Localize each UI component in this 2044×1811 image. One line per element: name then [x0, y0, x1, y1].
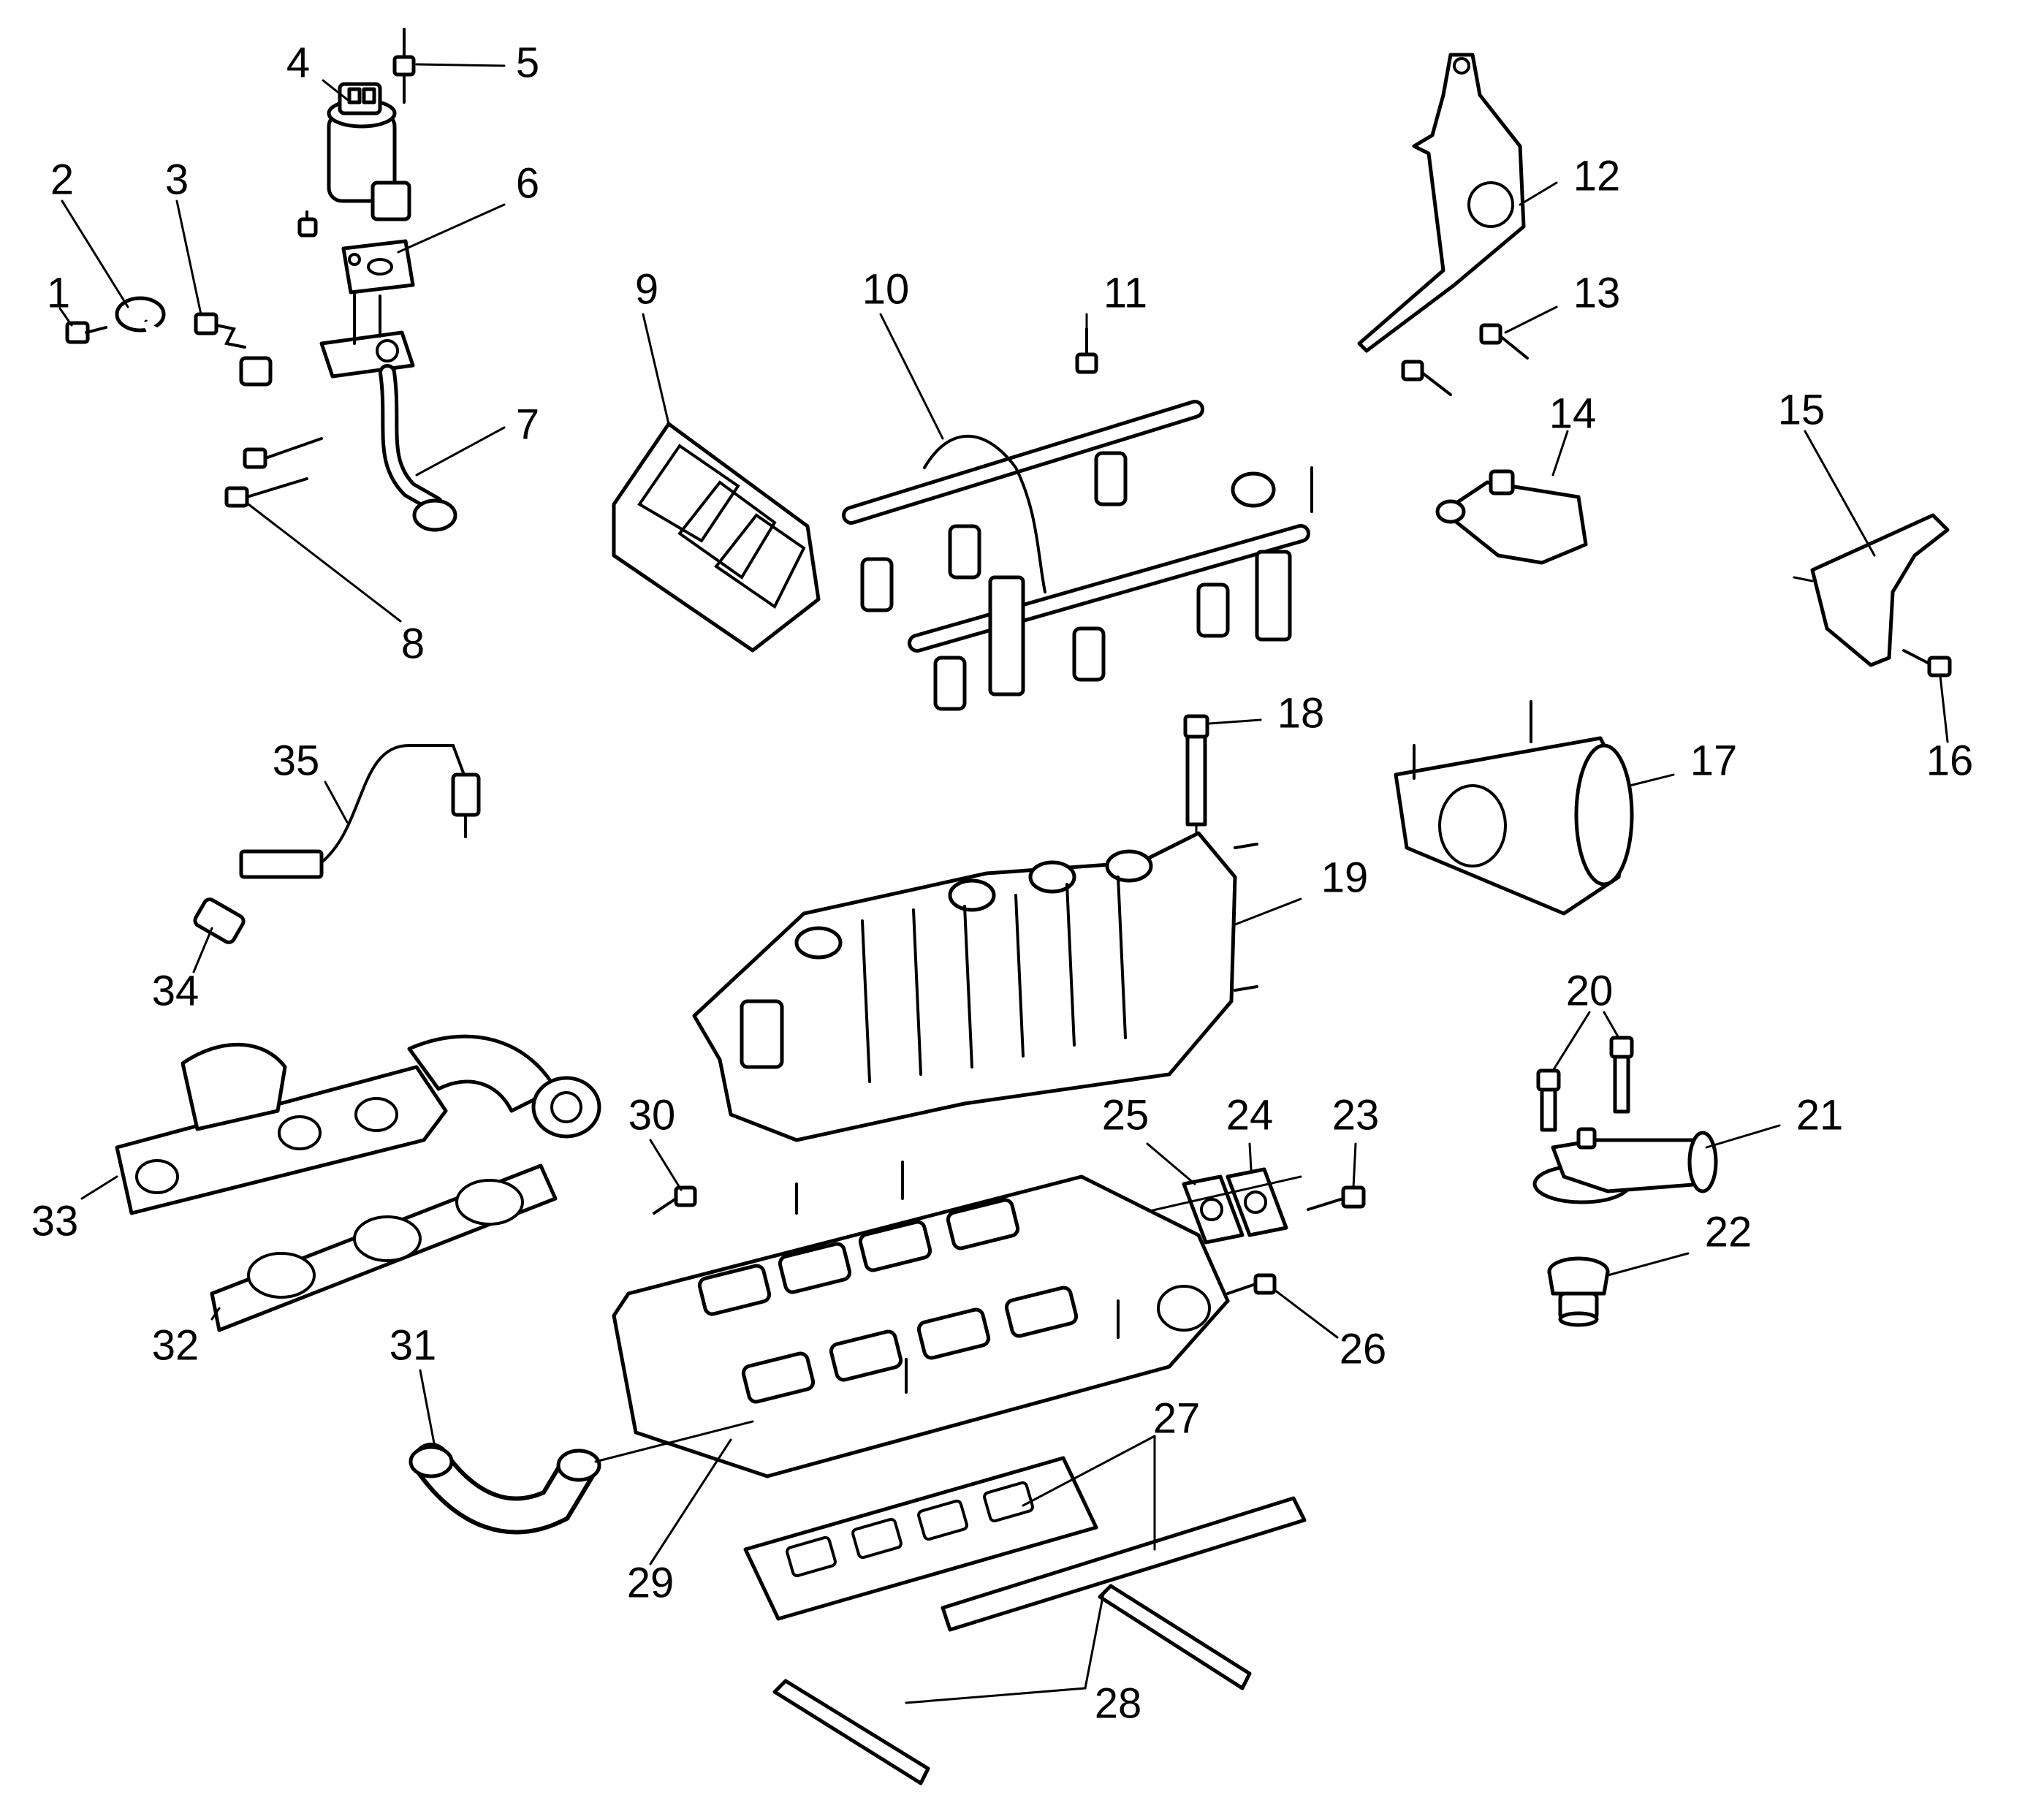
part-9-coil-assembly: [612, 422, 821, 653]
part-6-gasket: [297, 210, 415, 295]
part-35-oxygen-sensor: [239, 744, 481, 879]
callout-25: 25: [1102, 1091, 1150, 1139]
callout-6: 6: [516, 159, 539, 207]
callout-2: 2: [50, 156, 74, 203]
part-21-sensor: [1532, 1127, 1718, 1204]
part-29-lower-manifold: [612, 1161, 1230, 1478]
callout-8: 8: [401, 620, 425, 667]
part-14-sensor: [1435, 469, 1588, 565]
callout-31: 31: [390, 1321, 437, 1369]
callout-33: 33: [31, 1197, 79, 1245]
part-30-bolt: [653, 1185, 697, 1215]
part-34-sensor: [193, 897, 246, 944]
callout-29: 29: [627, 1559, 675, 1606]
callout-9: 9: [635, 265, 658, 313]
callout-labels: 1 2 3 4 5 6 7 8 9 10 11 12 13 14 15 16 1…: [31, 39, 1974, 1727]
callout-23: 23: [1332, 1091, 1380, 1139]
callout-27: 27: [1153, 1394, 1201, 1442]
part-26-bolt: [1226, 1273, 1277, 1295]
callout-26: 26: [1340, 1325, 1387, 1373]
callout-3: 3: [165, 156, 189, 203]
part-17-throttle-body: [1394, 700, 1634, 916]
part-4-egr-valve: [327, 82, 411, 221]
part-31-hose: [409, 1443, 601, 1535]
callout-19: 19: [1321, 854, 1369, 901]
callout-5: 5: [516, 39, 539, 86]
part-2-egr-pipe: [115, 296, 273, 387]
part-5-nut: [392, 28, 416, 104]
egr-adapter: [319, 291, 415, 379]
callout-18: 18: [1277, 689, 1325, 737]
part-13-nuts: [1401, 323, 1529, 396]
callout-14: 14: [1549, 390, 1597, 437]
callout-17: 17: [1690, 737, 1738, 784]
part-28-seals: [772, 1584, 1252, 1785]
callout-13: 13: [1573, 269, 1621, 316]
callout-24: 24: [1226, 1091, 1274, 1139]
part-8-bolts: [224, 437, 323, 508]
callout-30: 30: [628, 1091, 676, 1139]
callout-11: 11: [1103, 269, 1147, 316]
callout-12: 12: [1573, 152, 1621, 200]
callout-7: 7: [516, 400, 539, 448]
callout-28: 28: [1095, 1679, 1142, 1727]
part-3-nut: [194, 312, 246, 349]
part-11-nut: [1075, 327, 1098, 374]
part-33-exhaust-manifold: [115, 1034, 601, 1215]
leader-lines: [58, 63, 1949, 1704]
callout-4: 4: [286, 39, 310, 86]
callout-32: 32: [152, 1321, 200, 1369]
part-7-egr-tube: [379, 364, 457, 532]
part-22-plug: [1547, 1256, 1610, 1327]
part-25-gasket: [1139, 1174, 1302, 1245]
callout-22: 22: [1705, 1208, 1752, 1256]
callout-35: 35: [273, 737, 320, 784]
part-24-gasket: [1226, 1167, 1288, 1237]
callout-20: 20: [1566, 967, 1614, 1014]
part-12-bracket: [1357, 53, 1526, 353]
callout-10: 10: [862, 265, 910, 313]
part-1-bolt: [65, 321, 107, 344]
part-15-bracket: [1793, 513, 1950, 667]
callout-34: 34: [152, 967, 200, 1014]
part-32-gasket: [210, 1163, 558, 1332]
part-20-bolts: [1536, 1036, 1634, 1132]
part-23-bolt: [1307, 1185, 1366, 1211]
part-10-fuel-rail: [842, 400, 1313, 711]
part-27-gaskets: [743, 1456, 1307, 1632]
callout-15: 15: [1778, 386, 1825, 433]
callout-16: 16: [1926, 737, 1974, 784]
callout-1: 1: [47, 269, 70, 316]
callout-21: 21: [1796, 1091, 1844, 1139]
part-16-bolt: [1902, 649, 1952, 677]
part-19-upper-manifold: [692, 831, 1258, 1142]
